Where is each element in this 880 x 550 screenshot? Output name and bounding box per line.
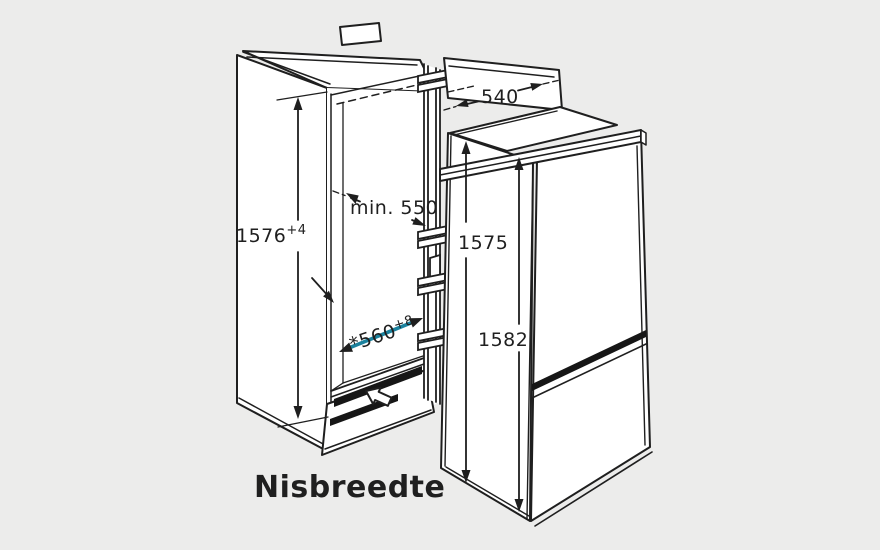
arrowhead-upright-icon — [530, 83, 543, 91]
dim-540-dashed-top — [447, 85, 475, 93]
appliance — [439, 57, 653, 527]
hinge-rail — [417, 63, 449, 405]
niche-depth-label: min. 550 — [350, 197, 438, 219]
niche-left-panel-bottom-thickness — [238, 397, 326, 446]
arrowhead-up-icon — [461, 141, 471, 154]
lower-door-top-edge — [531, 343, 647, 399]
appliance-height-total-label: 1582 — [478, 329, 528, 351]
dim-tick-bottom — [277, 416, 329, 428]
niche-ceiling-dashed-edge — [336, 83, 422, 105]
arrowhead-up-icon — [514, 157, 524, 170]
housing-top-cross-panel-inner — [448, 65, 555, 78]
ventilation-slot-upper — [334, 366, 422, 407]
niche-opening — [327, 88, 436, 450]
niche-top-panel-inner-edge — [246, 56, 418, 66]
trim-rail-end-cap — [640, 129, 647, 146]
dim-tick-top — [276, 91, 328, 101]
arrowhead-downleft-icon — [456, 99, 469, 107]
airflow-arrow-icon — [365, 386, 393, 407]
arrowhead-downright-icon — [323, 290, 334, 303]
niche-width-arrow-shaft — [344, 319, 418, 351]
dim-540-dashed-left — [443, 105, 457, 111]
appliance-top-surface — [449, 106, 618, 152]
dim-appliance-height-total — [514, 157, 524, 512]
appliance-top-surface-inner — [453, 110, 558, 136]
niche-floor-front-edge — [330, 357, 425, 392]
niche-back-upstand — [339, 22, 382, 46]
appliance-depth-label: 540 — [481, 86, 519, 108]
door-gap-band — [532, 330, 646, 391]
niche-floor-back-edge — [342, 355, 424, 384]
dim-540-line-right — [517, 86, 533, 92]
dim-appliance-depth — [443, 79, 559, 111]
arrowhead-downright-icon — [412, 217, 426, 226]
arrowhead-up-icon — [293, 97, 303, 110]
niche-left-panel-top-thickness — [242, 51, 331, 85]
dim-540-dashed-right — [542, 79, 559, 85]
appliance-bottom-front-outer — [534, 451, 653, 527]
niche-base-inner-edge — [324, 409, 432, 450]
appliance-bottom-side-inner — [445, 466, 530, 517]
niche-floor-front-edge2 — [330, 363, 425, 398]
niche-left-panel — [236, 54, 328, 452]
diagram-caption: Nisbreedte — [254, 470, 445, 505]
arrowhead-upleft-icon — [346, 193, 359, 204]
arrowhead-down-icon — [293, 406, 303, 419]
trim-rail-mid-line — [439, 135, 642, 176]
appliance-front-left-edge-inner — [526, 162, 534, 520]
dim-appliance-height-front — [461, 141, 471, 483]
dim-niche-height — [276, 91, 329, 428]
dim-niche-depth — [332, 190, 426, 226]
niche-height-label: 1576+4 — [236, 223, 307, 247]
appliance-height-front-label: 1575 — [458, 232, 508, 254]
appliance-right-edge-inner — [636, 145, 646, 446]
niche-ceiling-edge — [330, 74, 425, 96]
niche-cabinet — [236, 22, 437, 456]
appliance-back-edge-inner — [444, 135, 452, 467]
dim-niche-width — [339, 318, 423, 352]
arrowhead-down-icon — [514, 499, 524, 512]
dimension-annotations — [276, 79, 559, 512]
arrowhead-upright-icon — [409, 318, 423, 328]
wall-pointer — [311, 277, 334, 303]
arrowhead-down-icon — [461, 470, 471, 483]
arrowhead-downleft-icon — [339, 342, 353, 352]
dim-depth-dashed-ext — [332, 190, 346, 197]
